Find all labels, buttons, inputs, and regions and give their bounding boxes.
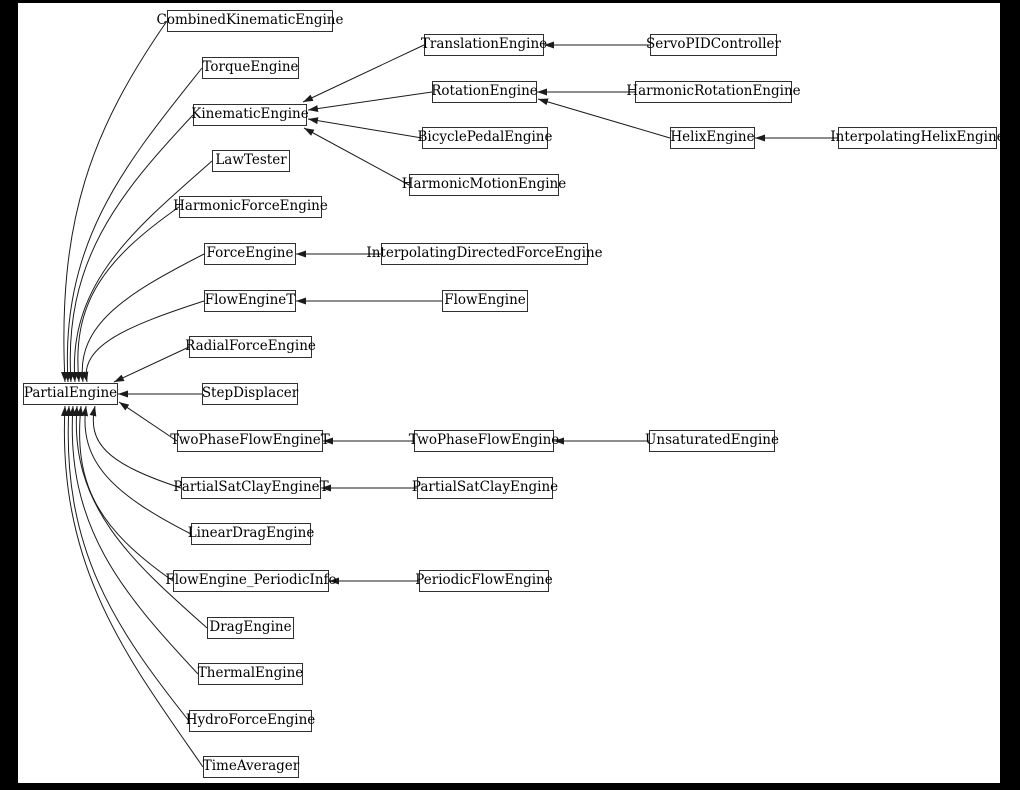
node-TimeAverager[interactable]: TimeAverager [203, 756, 299, 778]
node-StepDisplacer[interactable]: StepDisplacer [202, 383, 298, 405]
diagram-canvas [18, 3, 1000, 783]
node-InterpolatingDirectedForceEngine[interactable]: InterpolatingDirectedForceEngine [366, 243, 603, 265]
node-ServoPIDController[interactable]: ServoPIDController [646, 34, 781, 56]
node-PartialEngine[interactable]: PartialEngine [23, 383, 118, 405]
node-PeriodicFlowEngine[interactable]: PeriodicFlowEngine [415, 570, 553, 592]
node-FlowEngine[interactable]: FlowEngine [442, 290, 528, 312]
node-RotationEngine[interactable]: RotationEngine [431, 81, 538, 103]
node-ForceEngine[interactable]: ForceEngine [204, 243, 296, 265]
node-KinematicEngine[interactable]: KinematicEngine [191, 104, 309, 126]
node-UnsaturatedEngine[interactable]: UnsaturatedEngine [645, 430, 779, 452]
node-BicyclePedalEngine[interactable]: BicyclePedalEngine [418, 127, 552, 149]
node-ThermalEngine[interactable]: ThermalEngine [198, 663, 303, 685]
node-HelixEngine[interactable]: HelixEngine [670, 127, 755, 149]
node-LawTester[interactable]: LawTester [212, 150, 290, 172]
node-FlowEngineT[interactable]: FlowEngineT [204, 290, 296, 312]
node-HydroForceEngine[interactable]: HydroForceEngine [186, 710, 315, 732]
node-HarmonicMotionEngine[interactable]: HarmonicMotionEngine [402, 174, 566, 196]
node-PartialSatClayEngine[interactable]: PartialSatClayEngine [412, 477, 558, 499]
node-PartialSatClayEngineT[interactable]: PartialSatClayEngineT [173, 477, 329, 499]
node-RadialForceEngine[interactable]: RadialForceEngine [185, 336, 316, 358]
node-TranslationEngine[interactable]: TranslationEngine [421, 34, 547, 56]
node-InterpolatingHelixEngine[interactable]: InterpolatingHelixEngine [830, 127, 1005, 149]
node-TwoPhaseFlowEngine[interactable]: TwoPhaseFlowEngine [409, 430, 559, 452]
node-HarmonicRotationEngine[interactable]: HarmonicRotationEngine [626, 81, 801, 103]
node-CombinedKinematicEngine[interactable]: CombinedKinematicEngine [157, 10, 344, 32]
node-LinearDragEngine[interactable]: LinearDragEngine [188, 523, 314, 545]
node-FlowEngine_PeriodicInfo[interactable]: FlowEngine_PeriodicInfo [165, 570, 337, 592]
node-TwoPhaseFlowEngineT[interactable]: TwoPhaseFlowEngineT [170, 430, 330, 452]
node-HarmonicForceEngine[interactable]: HarmonicForceEngine [173, 196, 328, 218]
node-DragEngine[interactable]: DragEngine [207, 617, 294, 639]
node-TorqueEngine[interactable]: TorqueEngine [202, 57, 299, 79]
